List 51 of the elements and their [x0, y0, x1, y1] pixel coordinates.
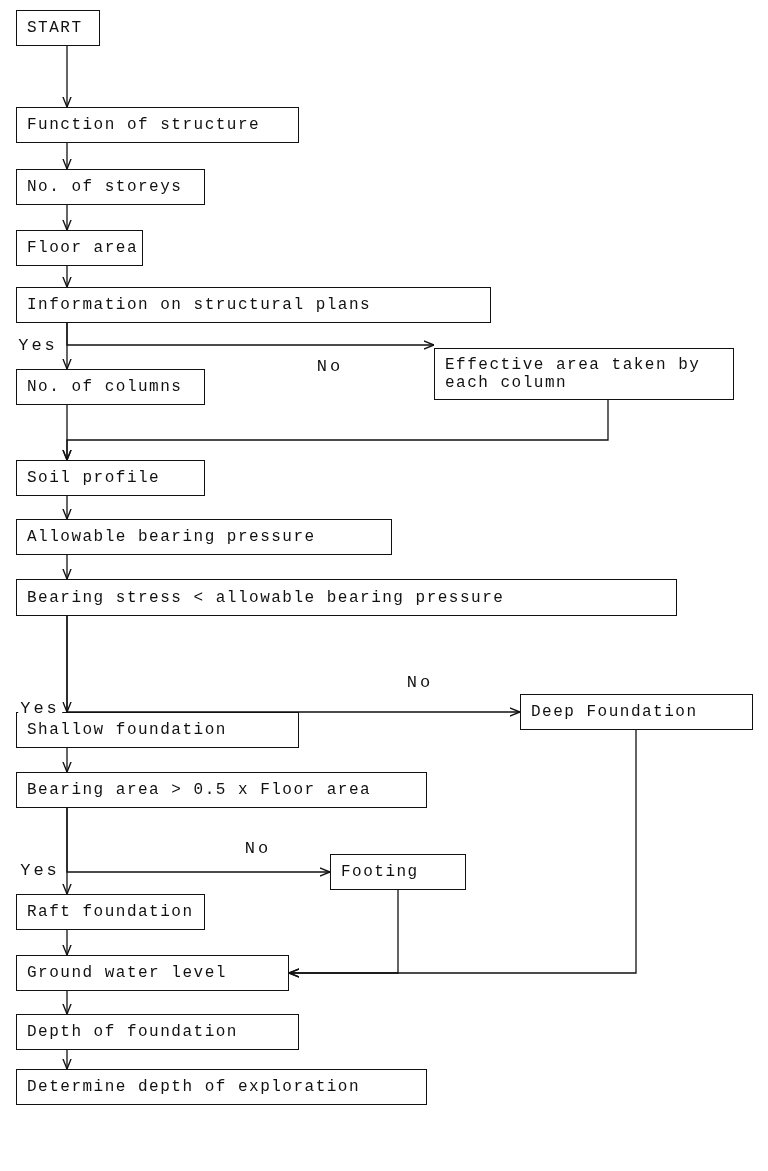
arrow — [288, 729, 637, 978]
process-box — [16, 107, 299, 143]
arrow — [62, 142, 72, 170]
process-box — [16, 772, 427, 808]
arrow — [62, 1049, 72, 1070]
process-box — [16, 287, 491, 323]
process-box — [16, 1069, 427, 1105]
arrow — [62, 399, 609, 461]
arrow — [66, 322, 435, 350]
box-text: Shallow foundation — [27, 721, 227, 739]
process-box — [16, 894, 205, 930]
box-text: Ground water level — [27, 964, 227, 982]
box-text: Footing — [341, 863, 419, 881]
arrow — [62, 204, 72, 231]
process-box — [16, 369, 205, 405]
box-text: Deep Foundation — [531, 703, 698, 721]
box-text: Raft foundation — [27, 903, 194, 921]
process-box — [330, 854, 466, 890]
box-text: Function of structure — [27, 116, 261, 134]
process-box — [16, 519, 392, 555]
arrow — [62, 990, 72, 1015]
box-text: Floor area — [27, 239, 138, 257]
box-text: No. of columns — [27, 378, 183, 396]
process-box — [16, 169, 205, 205]
arrow — [66, 807, 331, 877]
box-text: Effective area taken by each column — [445, 356, 702, 392]
arrow — [66, 615, 521, 717]
box-text: Determine depth of exploration — [27, 1078, 361, 1096]
process-box — [16, 712, 299, 748]
process-box — [520, 694, 753, 730]
process-box — [16, 10, 100, 46]
arrow — [62, 929, 72, 956]
box-text: No. of storeys — [27, 178, 183, 196]
process-box — [16, 955, 289, 991]
box-text: Depth of foundation — [27, 1023, 238, 1041]
arrow — [62, 747, 72, 773]
box-text: Soil profile — [27, 469, 161, 487]
process-box — [16, 230, 143, 266]
process-box — [434, 348, 734, 400]
arrow — [62, 495, 72, 520]
arrow — [62, 45, 72, 108]
box-text: START — [27, 19, 83, 37]
process-box — [16, 579, 677, 616]
box-text: Bearing area > 0.5 x Floor area — [27, 781, 372, 799]
box-text: Allowable bearing pressure — [27, 528, 316, 546]
process-box — [16, 460, 205, 496]
arrow — [62, 265, 72, 288]
box-text: Bearing stress < allowable bearing pressure — [27, 588, 505, 607]
arrow — [62, 554, 72, 580]
process-box — [16, 1014, 299, 1050]
box-text: Information on structural plans — [27, 296, 372, 314]
